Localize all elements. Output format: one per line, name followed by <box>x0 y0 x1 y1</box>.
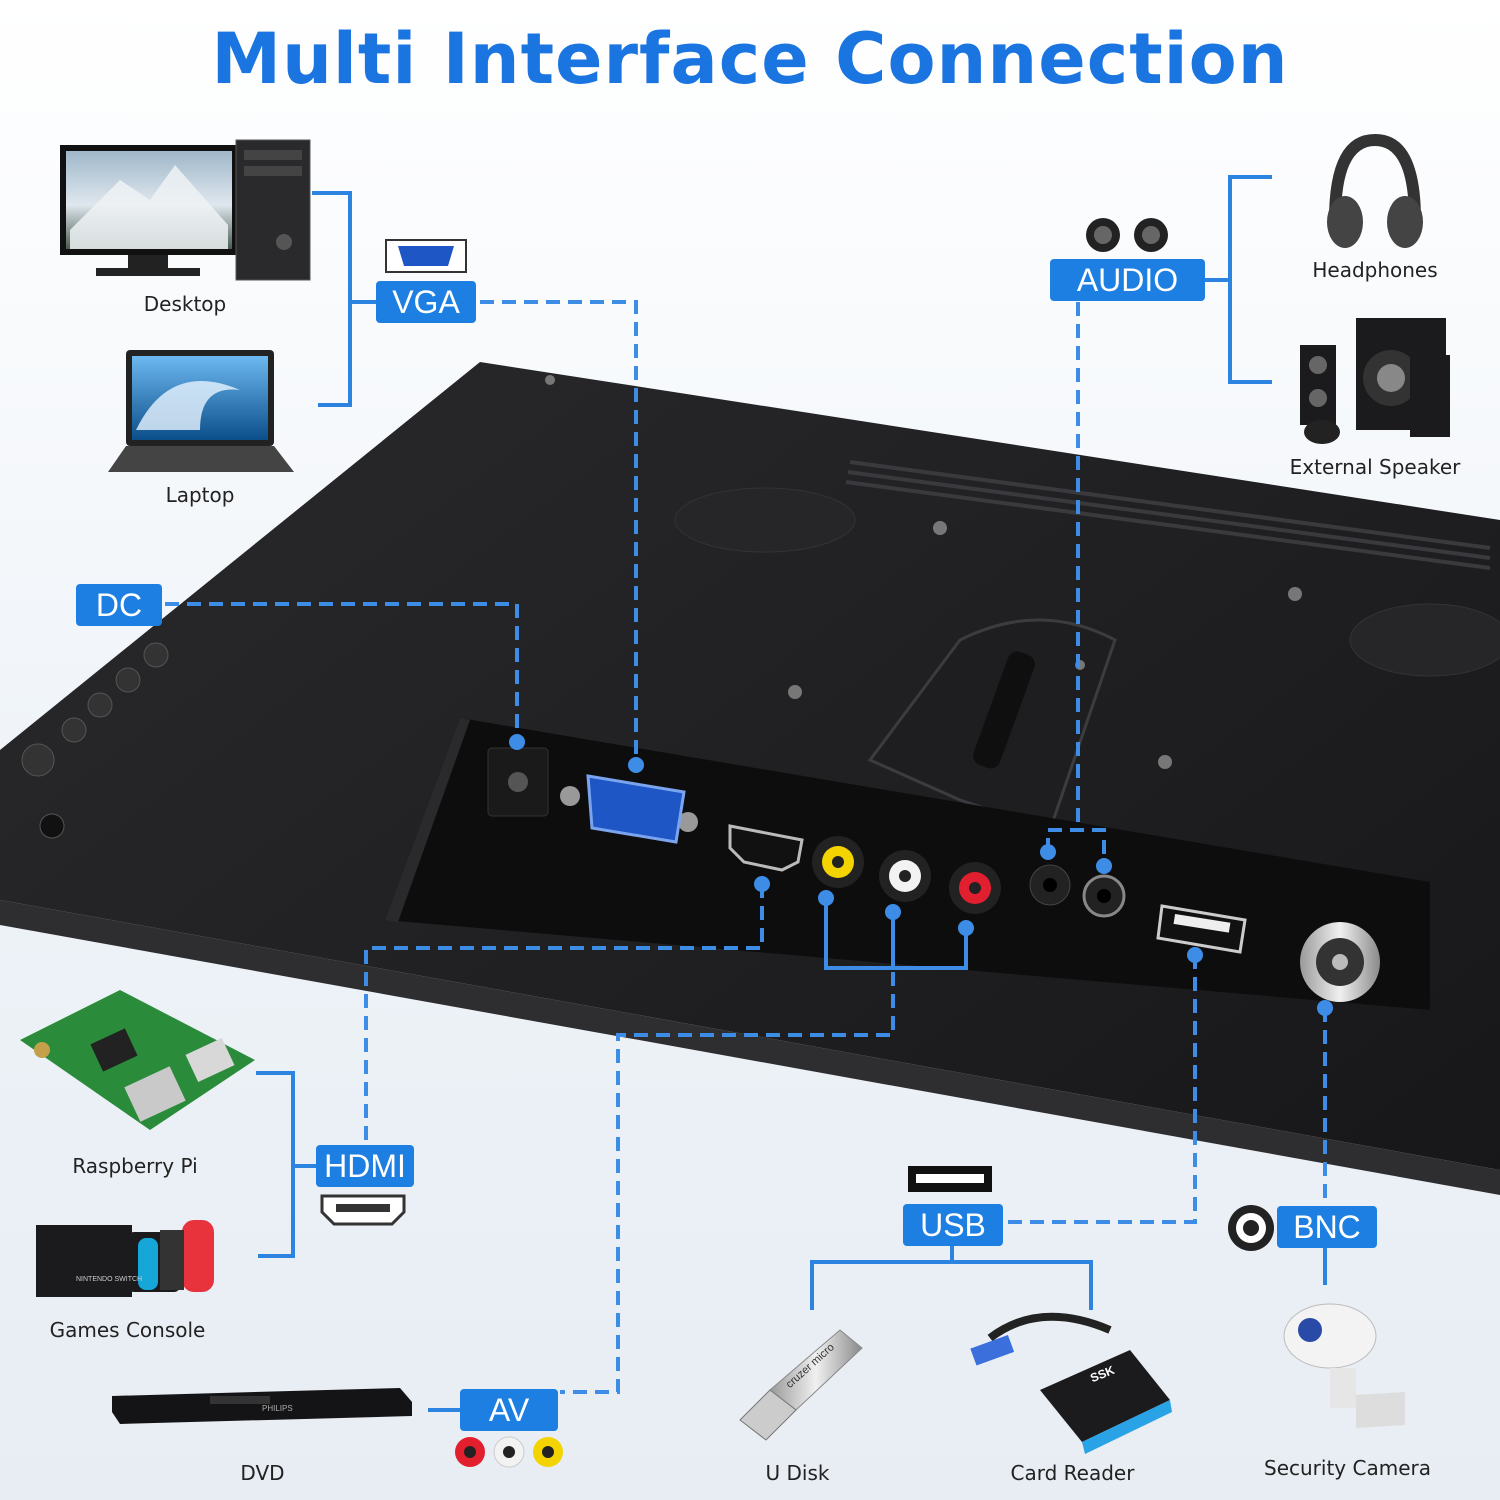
headphones-label: Headphones <box>1312 258 1438 282</box>
monitor-back <box>0 362 1500 1500</box>
dvd-player-icon: PHILIPS <box>112 1388 412 1424</box>
usb-port-icon <box>908 1166 992 1192</box>
dc-power-port <box>487 747 549 817</box>
headphones-icon <box>1327 133 1423 248</box>
security-camera-icon <box>1283 1303 1405 1428</box>
av-badge: AV <box>460 1389 558 1431</box>
vent-grille-top <box>845 460 1491 570</box>
bnc-port <box>1300 922 1380 1002</box>
card-reader-icon <box>970 1312 1172 1454</box>
external-speaker-icon <box>1300 318 1450 444</box>
udisk-label: U Disk <box>765 1461 830 1485</box>
rca-solid-links <box>824 898 968 970</box>
raspberry-pi-label: Raspberry Pi <box>72 1154 198 1178</box>
connection-lines <box>165 300 1327 1394</box>
speaker-grille-right <box>1349 603 1500 677</box>
desktop-label: Desktop <box>143 292 227 316</box>
laptop-icon <box>108 350 294 472</box>
dvd-brand-text: PHILIPS <box>262 1404 293 1413</box>
games-console-icon <box>36 1220 214 1297</box>
udisk-icon <box>739 1329 863 1441</box>
side-control-buttons <box>21 642 169 839</box>
external-speaker-label: External Speaker <box>1289 455 1461 479</box>
card-reader-label: Card Reader <box>1010 1461 1135 1485</box>
usb-port <box>1156 904 1247 954</box>
vga-port <box>560 774 698 844</box>
console-brand-text: NINTENDO SWITCH <box>76 1276 143 1283</box>
bnc-badge: BNC <box>1277 1206 1377 1248</box>
raspberry-pi-icon <box>20 990 255 1130</box>
device-brackets <box>256 175 1327 1412</box>
rca-jack-icon <box>455 1436 563 1468</box>
vga-port-icon <box>385 239 467 273</box>
dvd-label: DVD <box>240 1461 285 1485</box>
dc-badge: DC <box>76 584 162 626</box>
hdmi-badge: HDMI <box>316 1145 414 1187</box>
audio-jack-icon <box>1086 218 1168 252</box>
page-title: Multi Interface Connection <box>211 18 1289 100</box>
rca-jacks <box>812 836 1001 914</box>
audio-badge: AUDIO <box>1050 259 1205 301</box>
games-console-label: Games Console <box>49 1318 206 1342</box>
vga-badge: VGA <box>376 281 476 323</box>
usb-badge: USB <box>903 1204 1003 1246</box>
speaker-grille-left <box>674 487 856 553</box>
hdmi-port <box>728 824 804 872</box>
bnc-port-icon <box>1228 1205 1274 1251</box>
hdmi-port-icon <box>320 1194 406 1226</box>
audio-jacks <box>1029 864 1126 918</box>
desktop-icon <box>60 139 311 281</box>
laptop-label: Laptop <box>165 483 235 507</box>
security-camera-label: Security Camera <box>1264 1456 1431 1480</box>
connection-dots <box>509 734 1333 1016</box>
